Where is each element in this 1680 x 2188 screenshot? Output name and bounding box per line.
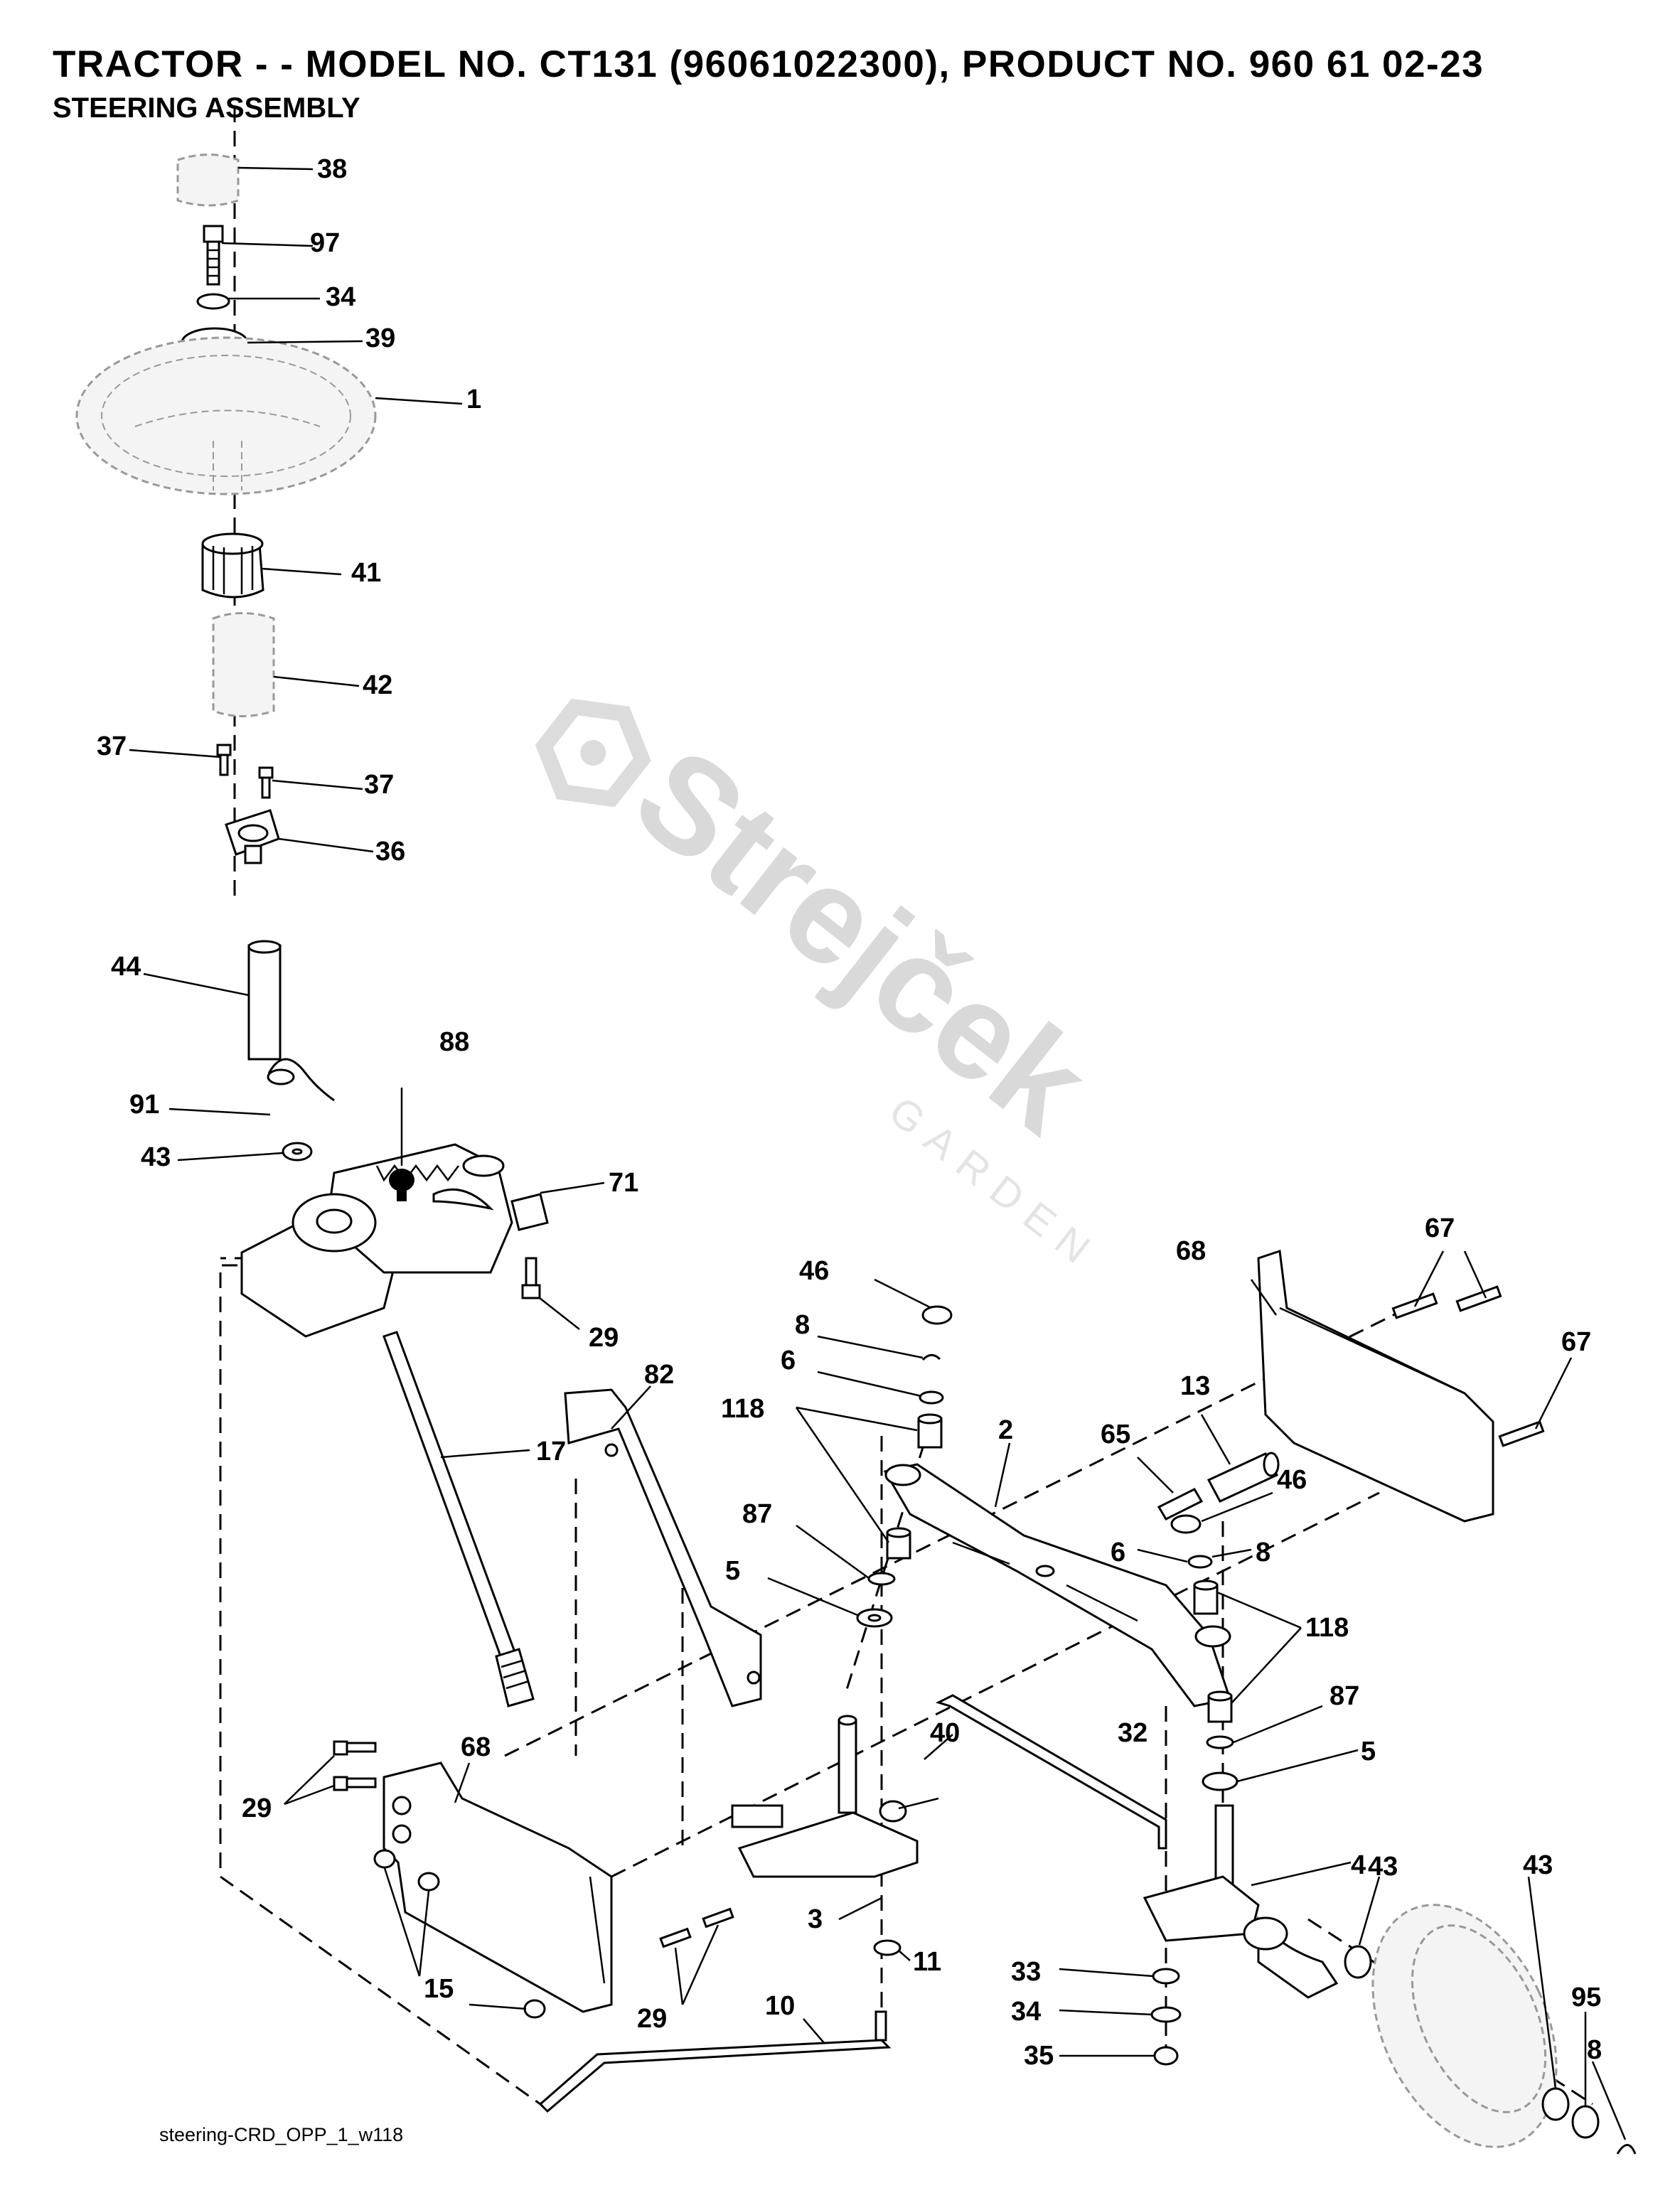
tie-rod bbox=[936, 1694, 1167, 1850]
steering-wheel-bolt bbox=[203, 225, 224, 286]
washer-43 bbox=[282, 1142, 313, 1162]
plate-bolts-bottom bbox=[659, 1907, 734, 1948]
callout-43-wheel-in: 43 bbox=[1368, 1852, 1398, 1882]
steering-adapter bbox=[201, 532, 264, 599]
callout-10: 10 bbox=[765, 1991, 795, 2021]
callout-33: 33 bbox=[1011, 1957, 1041, 1987]
front-wheel bbox=[1371, 1904, 1558, 2148]
drag-link bbox=[538, 2010, 892, 2113]
callout-37-right: 37 bbox=[364, 770, 394, 800]
callout-5-right: 5 bbox=[1361, 1737, 1376, 1766]
callout-39: 39 bbox=[365, 323, 395, 353]
wheel-hardware bbox=[1344, 1945, 1637, 2155]
callout-71: 71 bbox=[609, 1168, 638, 1198]
mounting-plate-right bbox=[1257, 1249, 1494, 1523]
callout-67-top: 67 bbox=[1425, 1213, 1455, 1243]
mount-bolts bbox=[216, 744, 274, 799]
callout-46-right: 46 bbox=[1277, 1465, 1307, 1495]
steering-cap bbox=[176, 154, 240, 207]
callout-43-wheel-out: 43 bbox=[1523, 1850, 1553, 1880]
callout-65: 65 bbox=[1101, 1420, 1130, 1449]
axle-spacers bbox=[1157, 1452, 1280, 1521]
spring-clip bbox=[267, 1058, 335, 1102]
callout-37-left: 37 bbox=[97, 731, 127, 761]
callout-38: 38 bbox=[317, 154, 347, 184]
callout-1: 1 bbox=[466, 385, 481, 414]
callout-29-left: 29 bbox=[242, 1793, 272, 1823]
page-subtitle: STEERING ASSEMBLY bbox=[53, 92, 360, 124]
callout-68-left: 68 bbox=[461, 1732, 491, 1762]
pinion-shaft bbox=[382, 1331, 535, 1707]
callout-68-right: 68 bbox=[1176, 1236, 1206, 1266]
gear-bolt bbox=[521, 1257, 541, 1299]
callout-43: 43 bbox=[141, 1142, 171, 1172]
file-id: steering-CRD_OPP_1_w118 bbox=[159, 2124, 404, 2145]
callout-11: 11 bbox=[913, 1947, 941, 1977]
callout-40: 40 bbox=[930, 1718, 960, 1748]
callout-8-right: 8 bbox=[1256, 1538, 1270, 1567]
callout-118-right: 118 bbox=[1305, 1613, 1349, 1643]
callout-29-bottom: 29 bbox=[637, 2004, 667, 2034]
callout-6-left: 6 bbox=[781, 1346, 796, 1375]
callout-87-right: 87 bbox=[1329, 1681, 1359, 1711]
page-title: TRACTOR - - MODEL NO. CT131 (96061022300… bbox=[53, 43, 1484, 85]
washer-40 bbox=[879, 1800, 907, 1823]
lock-washer-top bbox=[196, 293, 230, 310]
leader-lines bbox=[129, 166, 1627, 2140]
spindle-hardware-right bbox=[1170, 1514, 1238, 1791]
callout-34-bottom: 34 bbox=[1011, 1997, 1041, 2027]
callout-35: 35 bbox=[1024, 2041, 1054, 2071]
flange-bearing bbox=[225, 809, 280, 864]
steering-gear-housing bbox=[240, 1143, 549, 1338]
spindle-right-hardware bbox=[1150, 1968, 1182, 2066]
callout-118-left: 118 bbox=[721, 1394, 764, 1424]
callout-34: 34 bbox=[326, 282, 355, 312]
steering-boot bbox=[212, 612, 275, 717]
washer-11 bbox=[873, 1939, 901, 1956]
callout-36: 36 bbox=[375, 837, 405, 867]
callout-82: 82 bbox=[644, 1360, 674, 1390]
callout-32: 32 bbox=[1118, 1718, 1147, 1748]
callout-4: 4 bbox=[1351, 1850, 1366, 1880]
callout-17: 17 bbox=[536, 1437, 566, 1466]
grease-fitting bbox=[389, 1169, 414, 1201]
callout-87-left: 87 bbox=[742, 1499, 772, 1529]
plate-bolts-left bbox=[333, 1740, 377, 1791]
callout-91: 91 bbox=[129, 1090, 159, 1120]
steering-shaft bbox=[247, 940, 282, 1061]
callout-5-left: 5 bbox=[725, 1556, 740, 1586]
support-bracket bbox=[564, 1388, 762, 1707]
callout-13: 13 bbox=[1180, 1371, 1210, 1401]
callout-42: 42 bbox=[363, 670, 392, 700]
callout-44: 44 bbox=[111, 952, 141, 982]
callout-67-right: 67 bbox=[1561, 1327, 1591, 1357]
watermark-brand: Strejček bbox=[608, 719, 1115, 1161]
spindle-hardware-left bbox=[856, 1305, 953, 1628]
callout-labels: 38 97 34 39 1 41 42 37 37 36 44 88 91 43… bbox=[97, 154, 1602, 2071]
watermark: Strejček GARDEN bbox=[535, 698, 1115, 1280]
callout-15: 15 bbox=[424, 1974, 454, 2004]
callout-41: 41 bbox=[351, 558, 381, 588]
callout-88: 88 bbox=[439, 1027, 469, 1057]
watermark-logo-icon bbox=[535, 698, 651, 808]
steering-wheel bbox=[75, 336, 377, 495]
front-axle bbox=[883, 1463, 1231, 1707]
callout-46-top: 46 bbox=[799, 1256, 829, 1286]
callout-3: 3 bbox=[808, 1904, 823, 1934]
spindle-left bbox=[731, 1715, 919, 1878]
callout-95: 95 bbox=[1571, 1983, 1601, 2012]
nuts-15 bbox=[373, 1849, 546, 2019]
callout-2: 2 bbox=[998, 1415, 1013, 1445]
spindle-right bbox=[1143, 1804, 1339, 1999]
callout-8-top: 8 bbox=[795, 1310, 810, 1340]
callout-6-right: 6 bbox=[1111, 1538, 1125, 1567]
callout-29: 29 bbox=[589, 1323, 619, 1353]
callout-97: 97 bbox=[310, 228, 340, 258]
callout-8-wheel: 8 bbox=[1587, 2035, 1602, 2065]
